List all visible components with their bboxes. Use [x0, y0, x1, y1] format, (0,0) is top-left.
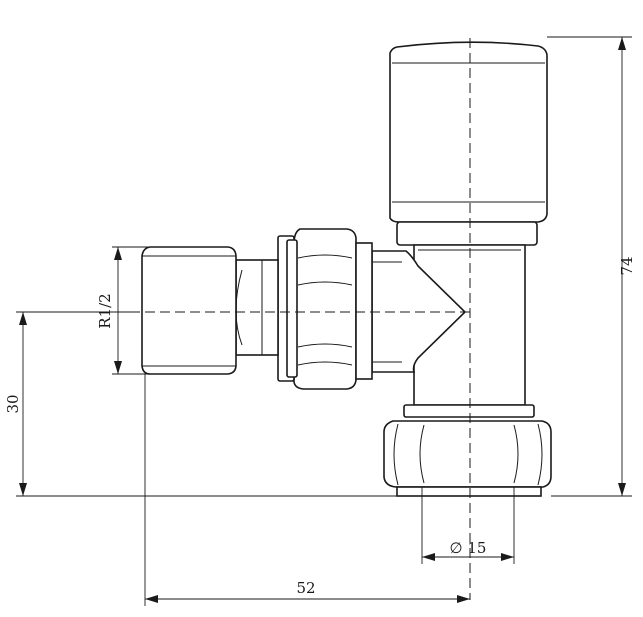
valve-bottom-tail — [396, 486, 542, 497]
dimension-label-overall-height: 74 — [618, 256, 636, 275]
dimension-label-overall-length: 52 — [296, 579, 315, 597]
valve-bottom-nut-face — [419, 424, 519, 484]
dimension-thread: R1/2 — [96, 246, 150, 375]
valve-union-nut — [293, 228, 357, 390]
dimension-label-outlet-diameter: ∅ 15 — [450, 539, 487, 557]
valve-lower-collar — [403, 404, 535, 418]
valve-head-cap — [389, 41, 548, 223]
dimension-overall-length: 52 — [144, 374, 470, 606]
valve-union-washer — [286, 239, 298, 378]
dimension-outlet-diameter: ∅ 15 — [421, 487, 515, 564]
dimension-inlet-height: 30 — [4, 311, 397, 497]
valve-bottom-nut — [383, 420, 552, 488]
valve-part — [141, 41, 552, 497]
dimension-overall-height: 74 — [547, 36, 636, 497]
valve-union-collar — [355, 242, 373, 380]
valve-head-collar — [396, 221, 538, 246]
valve-bottom-nut-face — [393, 423, 543, 486]
valve-inlet-thread — [141, 246, 237, 375]
dimension-label-thread: R1/2 — [96, 293, 114, 328]
dimension-label-inlet-height: 30 — [4, 394, 22, 413]
valve-inlet-shaft — [235, 259, 279, 356]
valve-union-nut-face — [297, 254, 353, 366]
